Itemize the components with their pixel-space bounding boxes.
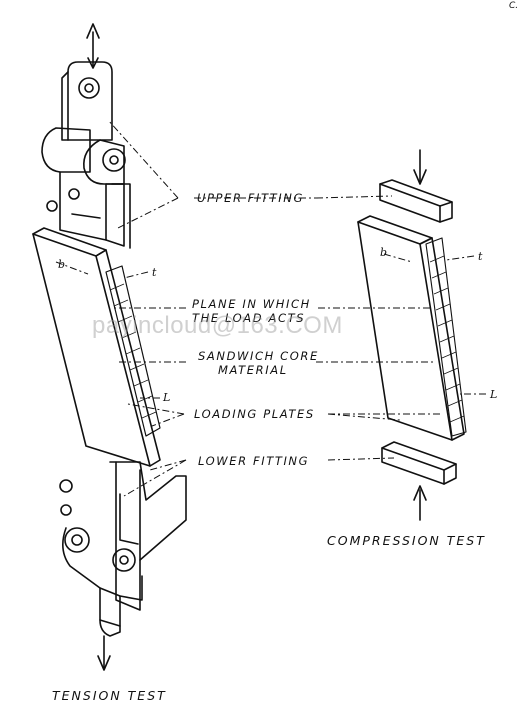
compression-dim-t: t	[478, 250, 483, 263]
tension-bottom-arrow	[97, 635, 111, 671]
tension-specimen	[32, 183, 161, 611]
label-plane-line2: THE LOAD ACTS	[192, 311, 306, 325]
tension-dim-b: b	[58, 258, 66, 271]
corner-mark: c.	[509, 1, 519, 11]
label-upper-fitting: UPPER FITTING	[197, 191, 304, 205]
caption-tension-test: TENSION TEST	[52, 688, 167, 703]
compression-top-arrow	[413, 149, 427, 185]
tension-dim-t: t	[152, 266, 157, 279]
compression-specimen	[357, 215, 467, 441]
label-core-line2: MATERIAL	[218, 363, 288, 377]
label-core-line1: SANDWICH CORE	[198, 349, 319, 363]
compression-upper-fitting	[379, 179, 453, 223]
compression-dim-b: b	[380, 246, 388, 259]
tension-upper-fitting	[41, 61, 126, 247]
label-plane-line1: PLANE IN WHICH	[192, 297, 311, 311]
tension-lower-fitting	[59, 461, 187, 637]
compression-dim-L: L	[490, 388, 498, 401]
caption-compression-test: COMPRESSION TEST	[327, 533, 486, 548]
core-hatching	[109, 255, 465, 423]
label-lower-fitting: LOWER FITTING	[198, 454, 310, 468]
tension-dim-L: L	[163, 391, 171, 404]
label-loading-plates: LOADING PLATES	[194, 407, 315, 421]
watermark: payincloud@163.COM	[92, 312, 343, 339]
leader-lines	[55, 119, 486, 497]
compression-lower-fitting	[381, 441, 457, 485]
compression-bottom-arrow	[413, 485, 427, 521]
